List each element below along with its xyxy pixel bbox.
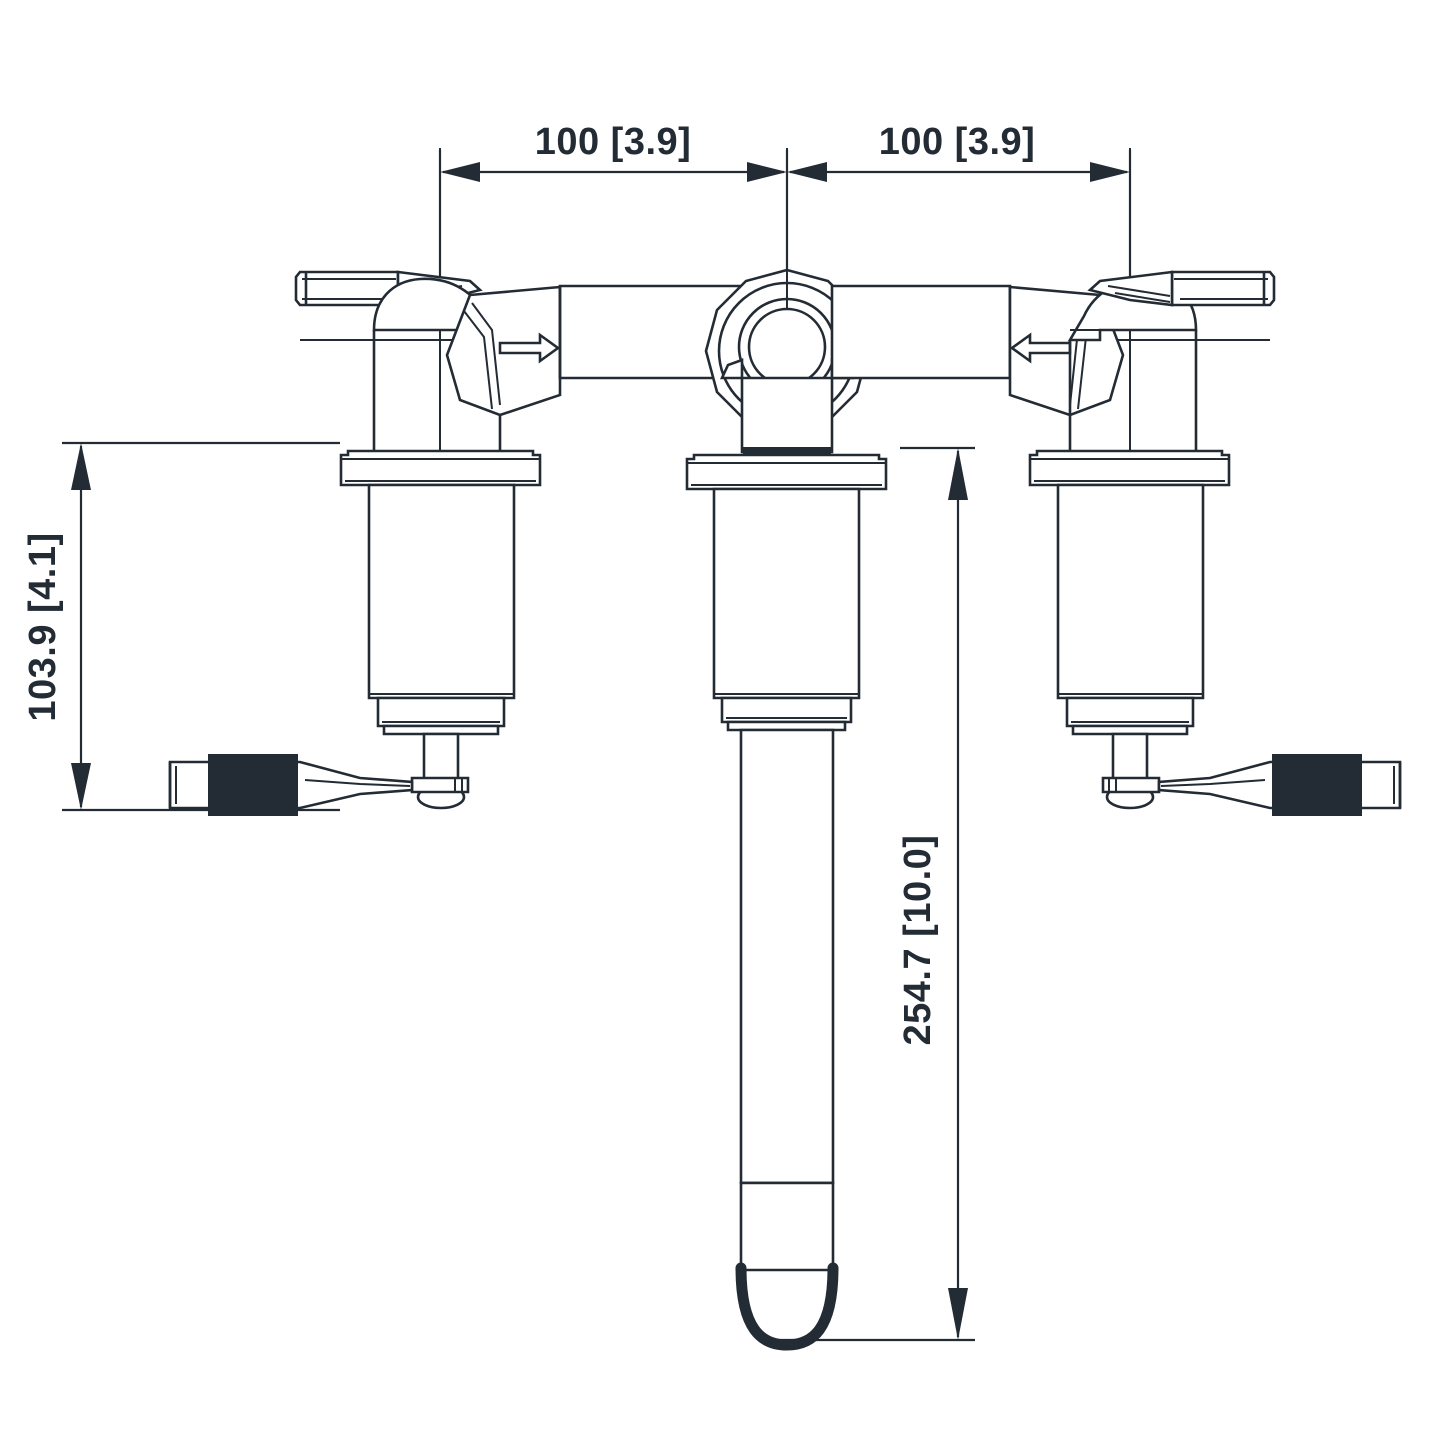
- dim-arrow-right-end: [1090, 162, 1130, 182]
- right-handle-lever: [1087, 270, 1276, 307]
- dim-label-valve-height: 103.9 [4.1]: [22, 532, 64, 721]
- rosette-inner-circle: [747, 307, 827, 387]
- right-valve-assembly: [830, 270, 1402, 816]
- dim-label-spout-depth: 254.7 [10.0]: [897, 835, 939, 1046]
- center-spout-body: [712, 487, 861, 700]
- right-hose-ferrule: [1272, 754, 1362, 816]
- left-escutcheon: [339, 449, 542, 487]
- dim-arrow-valve-bottom: [71, 763, 91, 810]
- center-spout-tube: [739, 728, 835, 1272]
- center-spout-collar: [720, 696, 853, 732]
- dim-label-spread-right: 100 [3.9]: [879, 121, 1036, 163]
- left-valve-collar: [376, 696, 506, 736]
- right-valve-collar: [1065, 696, 1195, 736]
- dim-arrow-spout-bottom: [948, 1288, 968, 1340]
- left-hose-ferrule: [208, 754, 298, 816]
- arrow-left-icon: [1009, 332, 1072, 364]
- right-supply-hose: [1157, 754, 1402, 816]
- left-valve-body: [367, 483, 516, 700]
- right-escutcheon: [1028, 449, 1231, 487]
- vertical-dimension-valve-height: 103.9 [4.1]: [22, 441, 340, 812]
- left-supply-hose: [168, 754, 414, 816]
- left-hose-connector: [410, 776, 470, 810]
- dim-label-spread-left: 100 [3.9]: [535, 121, 692, 163]
- arrow-right-icon: [498, 332, 561, 364]
- dim-arrow-right-start: [787, 162, 827, 182]
- dim-arrow-valve-top: [71, 443, 91, 490]
- dim-arrow-left-start: [440, 162, 480, 182]
- center-spout-assembly: [685, 268, 888, 1351]
- spout-tip-outline: [735, 1262, 839, 1351]
- dim-arrow-left-end: [747, 162, 787, 182]
- left-valve-assembly: [168, 270, 744, 816]
- horizontal-dimension-group: 100 [3.9] 100 [3.9]: [438, 121, 1132, 300]
- right-valve-body: [1056, 483, 1205, 700]
- center-spout-tip: [735, 1262, 839, 1351]
- right-hose-connector: [1101, 776, 1161, 810]
- center-escutcheon: [685, 453, 888, 491]
- vertical-dimension-spout-depth: 254.7 [10.0]: [760, 446, 975, 1342]
- right-connecting-bar: [830, 284, 1012, 380]
- center-spout-neck: [740, 376, 834, 454]
- dim-arrow-spout-top: [948, 448, 968, 500]
